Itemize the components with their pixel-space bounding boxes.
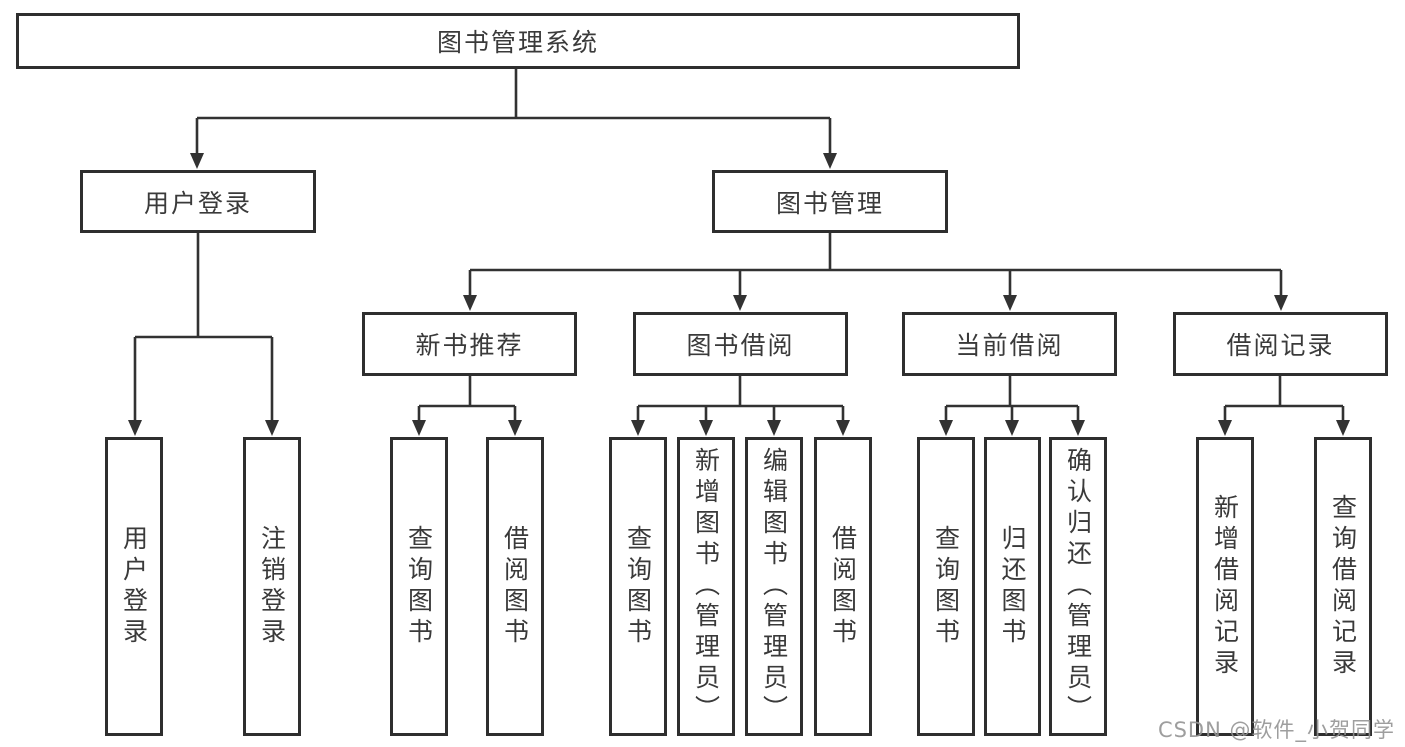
leaf-return-books: 归还图书 [984, 437, 1041, 736]
node-user-login-label: 用户登录 [143, 188, 252, 218]
watermark: CSDN @软件_小贺同学 [1157, 718, 1395, 742]
leaf-edit-books-admin: 编辑图书（管理员） [745, 437, 803, 736]
node-new-book-recommend-label: 新书推荐 [415, 331, 524, 360]
leaf-add-books-admin-label: 新增图书（管理员） [691, 447, 721, 726]
leaf-borrow-books-2: 借阅图书 [814, 437, 872, 736]
leaf-query-borrow-record-label: 查询借阅记录 [1328, 493, 1358, 680]
node-book-management-label: 图书管理 [775, 188, 884, 218]
leaf-query-books-3-label: 查询图书 [931, 524, 961, 649]
node-book-management: 图书管理 [712, 170, 948, 233]
node-book-borrow: 图书借阅 [633, 312, 848, 376]
leaf-query-books-3: 查询图书 [917, 437, 975, 736]
leaf-logout-label: 注销登录 [257, 524, 287, 649]
leaf-query-books-1: 查询图书 [390, 437, 448, 736]
leaf-query-books-2-label: 查询图书 [623, 524, 653, 649]
node-current-borrow: 当前借阅 [902, 312, 1117, 376]
leaf-logout: 注销登录 [243, 437, 301, 736]
leaf-edit-books-admin-label: 编辑图书（管理员） [759, 447, 789, 726]
node-user-login: 用户登录 [80, 170, 316, 233]
leaf-return-books-label: 归还图书 [998, 524, 1027, 649]
node-root-label: 图书管理系统 [436, 28, 599, 57]
leaf-borrow-books-1: 借阅图书 [486, 437, 544, 736]
leaf-query-borrow-record: 查询借阅记录 [1314, 437, 1372, 736]
leaf-user-login-label: 用户登录 [119, 524, 149, 649]
node-borrow-record: 借阅记录 [1173, 312, 1388, 376]
leaf-add-books-admin: 新增图书（管理员） [677, 437, 735, 736]
leaf-query-books-1-label: 查询图书 [404, 524, 434, 649]
leaf-borrow-books-2-label: 借阅图书 [828, 524, 858, 649]
node-new-book-recommend: 新书推荐 [362, 312, 577, 376]
node-borrow-record-label: 借阅记录 [1226, 331, 1335, 360]
leaf-add-borrow-record-label: 新增借阅记录 [1210, 493, 1240, 680]
leaf-user-login: 用户登录 [105, 437, 163, 736]
leaf-borrow-books-1-label: 借阅图书 [500, 524, 530, 649]
leaf-confirm-return-admin-label: 确认归还（管理员） [1063, 447, 1093, 726]
node-current-borrow-label: 当前借阅 [955, 331, 1064, 360]
node-book-borrow-label: 图书借阅 [686, 331, 795, 360]
leaf-confirm-return-admin: 确认归还（管理员） [1049, 437, 1107, 736]
leaf-query-books-2: 查询图书 [609, 437, 667, 736]
leaf-add-borrow-record: 新增借阅记录 [1196, 437, 1254, 736]
node-root: 图书管理系统 [16, 13, 1020, 69]
